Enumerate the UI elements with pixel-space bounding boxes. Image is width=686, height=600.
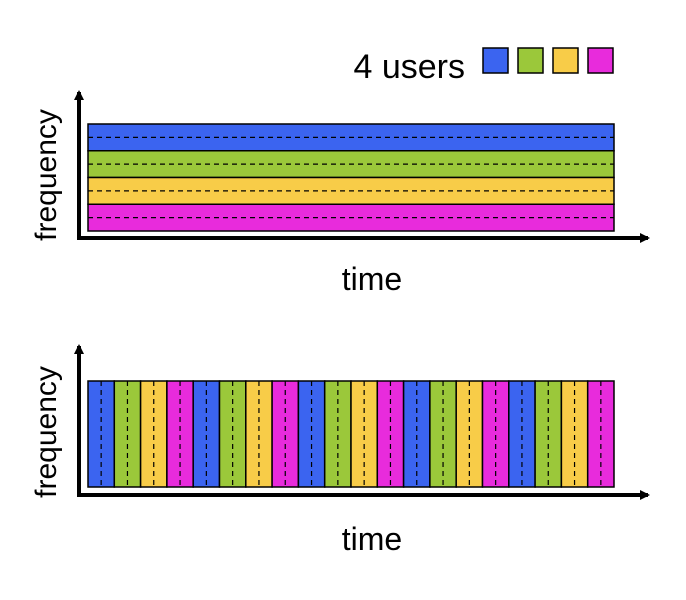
bottom-panel: frequency time [30,344,650,557]
time-slot-15 [455,380,484,488]
time-slot-16 [481,380,510,488]
time-slots [87,380,615,488]
time-slot-14 [429,380,457,488]
top-y-axis-label: frequency [30,109,63,241]
legend-swatch-user-1 [482,47,509,74]
time-slot-11 [350,380,379,488]
time-slot-20 [586,380,615,488]
time-slot-19 [560,380,589,488]
time-slot-4 [166,380,194,488]
top-panel: frequency time [30,90,650,297]
time-slot-12 [376,380,405,488]
bottom-y-axis-label: frequency [30,366,63,498]
time-slot-8 [271,380,300,488]
legend-swatch-user-4 [587,47,614,74]
time-slot-5 [192,380,221,488]
legend-swatches [482,47,614,74]
time-slot-13 [402,380,431,488]
frequency-bands [87,123,615,232]
legend-label: 4 users [354,48,466,86]
time-slot-3 [139,380,168,488]
bottom-x-axis-label: time [342,521,402,557]
legend-swatch-user-2 [517,47,544,74]
legend-swatch-user-3 [552,47,579,74]
top-x-axis-label: time [342,261,402,297]
time-slot-9 [297,380,326,488]
